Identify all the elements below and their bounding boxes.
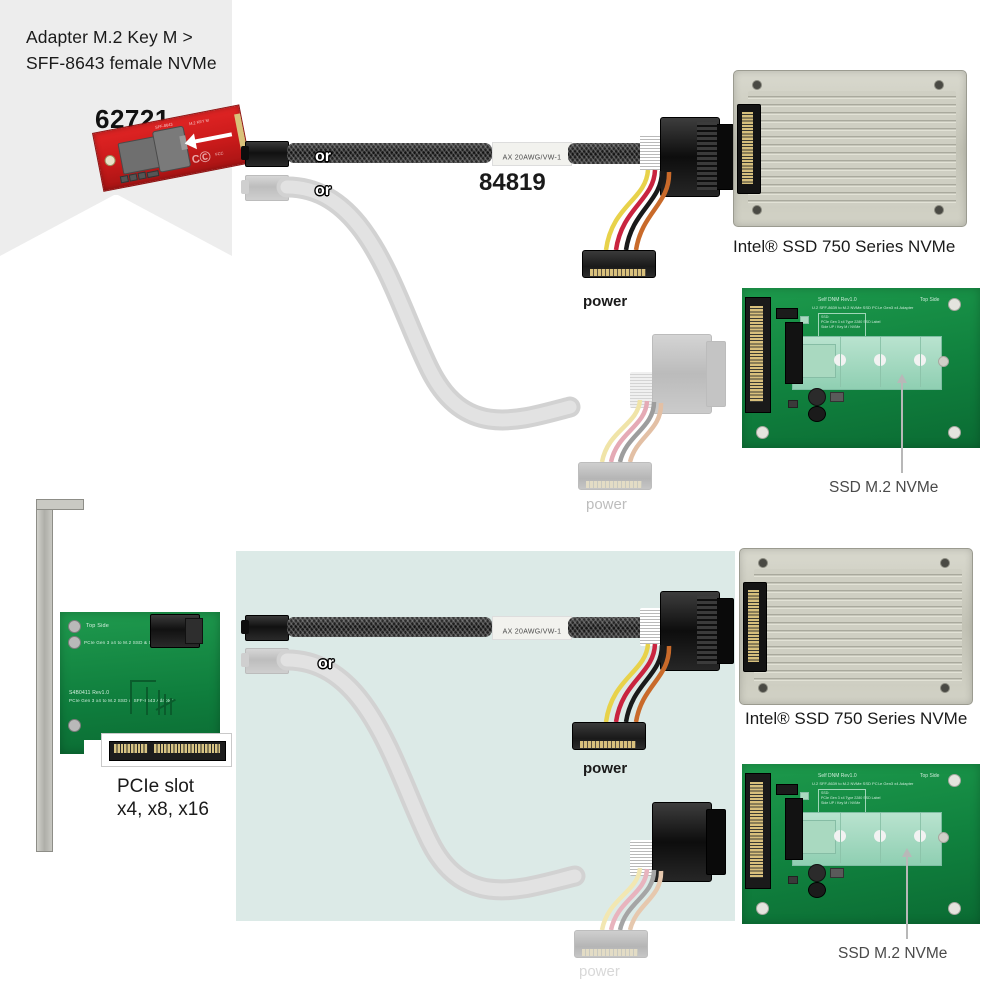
sff8643-connector-grey-bottom-tip (241, 653, 249, 667)
m2-nvme-label-top: SSD M.2 NVMe (829, 479, 939, 496)
sata-power-pins-ghost-bottom (582, 949, 638, 956)
pcie-bracket-tab (36, 499, 84, 510)
sff8639-connector-top-shroud (714, 124, 734, 190)
sff8643-connector-black-top (245, 141, 289, 167)
pcie-slot-label-line2: x4, x8, x16 (117, 799, 209, 820)
callout-title: Adapter M.2 Key M > SFF-8643 female NVMe (26, 24, 246, 76)
sff8639-connector-bottom-shroud (714, 598, 734, 664)
pcie-slot-label: PCIe slot x4, x8, x16 (117, 775, 209, 821)
m2-sff8639-pins-top (750, 306, 763, 402)
sata-power-pins-bottom (580, 741, 636, 748)
power-label-top: power (583, 293, 628, 310)
power-label-bottom: power (583, 760, 628, 777)
m2-nvme-adapter-top: Self DNM Rev1.0 Top Side U.2 SFF-8639 to… (742, 288, 980, 448)
cable-spec-label-top: AX 20AWG/VW-1 (492, 142, 572, 166)
cable-spec-label-text-bottom: AX 20AWG/VW-1 (502, 628, 562, 636)
pcie-silk-desc: PCIe Gen 3 x4 to M.2 SSD & SFF-8643 Adap… (69, 698, 174, 703)
m2-silk-rev-top: Self DNM Rev1.0 (818, 297, 857, 303)
m2-silk-topside-bottom: Top Side (920, 773, 940, 779)
sff8639-connector-bottom-ribs (697, 596, 717, 664)
m2-silk-topside-top: Top Side (920, 297, 940, 303)
intel-ssd-label-top: Intel® SSD 750 Series NVMe (733, 237, 956, 256)
sff8643-connector-black-bottom (245, 615, 289, 641)
m2-leader-arrowhead-top (897, 374, 907, 383)
cable-braid-bottom-2 (568, 617, 646, 638)
or-label-grey-top: or (315, 182, 331, 199)
m2-nvme-adapter-bottom: Self DNM Rev1.0 Top Side U.2 SFF-8639 to… (742, 764, 980, 924)
m2-nvme-label-bottom: SSD M.2 NVMe (838, 945, 948, 962)
m2-slot-connector-bottom (785, 798, 803, 860)
sff8639-connector-grey-top (652, 334, 712, 414)
sff8643-connector-black-top-tip (241, 146, 249, 160)
or-label-grey-bottom: or (318, 655, 334, 672)
cable-spec-label-bottom: AX 20AWG/VW-1 (492, 616, 572, 640)
callout-pointer (0, 194, 232, 256)
intel-ssd-label-bottom: Intel® SSD 750 Series NVMe (745, 709, 968, 728)
ssd-edge-pins-bottom (748, 590, 759, 662)
cable-braid-top-2 (568, 143, 646, 164)
sff8643-connector-grey-top (245, 175, 289, 201)
m2-silk-rev-bottom: Self DNM Rev1.0 (818, 773, 857, 779)
callout-title-line1: Adapter M.2 Key M > (26, 27, 193, 47)
cable-braid-top (287, 143, 492, 163)
pcie-silk-topside: Top Side (86, 623, 110, 629)
sff8643-connector-black-bottom-tip (241, 620, 249, 634)
power-label-ghost-bottom: power (579, 963, 620, 980)
sff8643-connector-grey-top-tip (241, 180, 249, 194)
cable-braid-bottom (287, 617, 492, 637)
cable-spec-label-text-top: AX 20AWG/VW-1 (502, 154, 562, 162)
pcie-card-sff8643-port-inner (185, 618, 203, 644)
sff8643-connector-grey-bottom (245, 648, 289, 674)
sff8639-connector-grey-top-shroud (706, 341, 726, 407)
sata-power-pins-top (590, 269, 646, 276)
m2-leader-arrowhead-bottom (902, 848, 912, 857)
sff8639-connector-top-ribs (697, 122, 717, 190)
intel-ssd-750-top (733, 70, 967, 227)
sff8639-connector-bottom-2-shroud (706, 809, 726, 875)
ssd-edge-pins-top (742, 112, 753, 184)
pcie-slot-label-line1: PCIe slot (117, 776, 195, 797)
callout-title-line2: SFF-8643 female NVMe (26, 53, 217, 73)
sff8639-connector-bottom-2 (652, 802, 712, 882)
m2-leader-line-bottom (906, 857, 908, 939)
cable-part-number: 84819 (479, 169, 546, 196)
m2-slot-connector-top (785, 322, 803, 384)
intel-ssd-750-bottom (739, 548, 973, 705)
or-label-black-top: or (315, 148, 331, 165)
pcie-bracket (36, 500, 53, 852)
pcie-silk-rev: S4B0411 Rev1.0 (69, 690, 110, 696)
m2-leader-line-top (901, 383, 903, 473)
power-label-ghost-top: power (586, 496, 627, 513)
m2-sff8639-pins-bottom (750, 782, 763, 878)
sata-power-pins-ghost-top (586, 481, 642, 488)
pcie-slot-illustration (101, 733, 232, 767)
